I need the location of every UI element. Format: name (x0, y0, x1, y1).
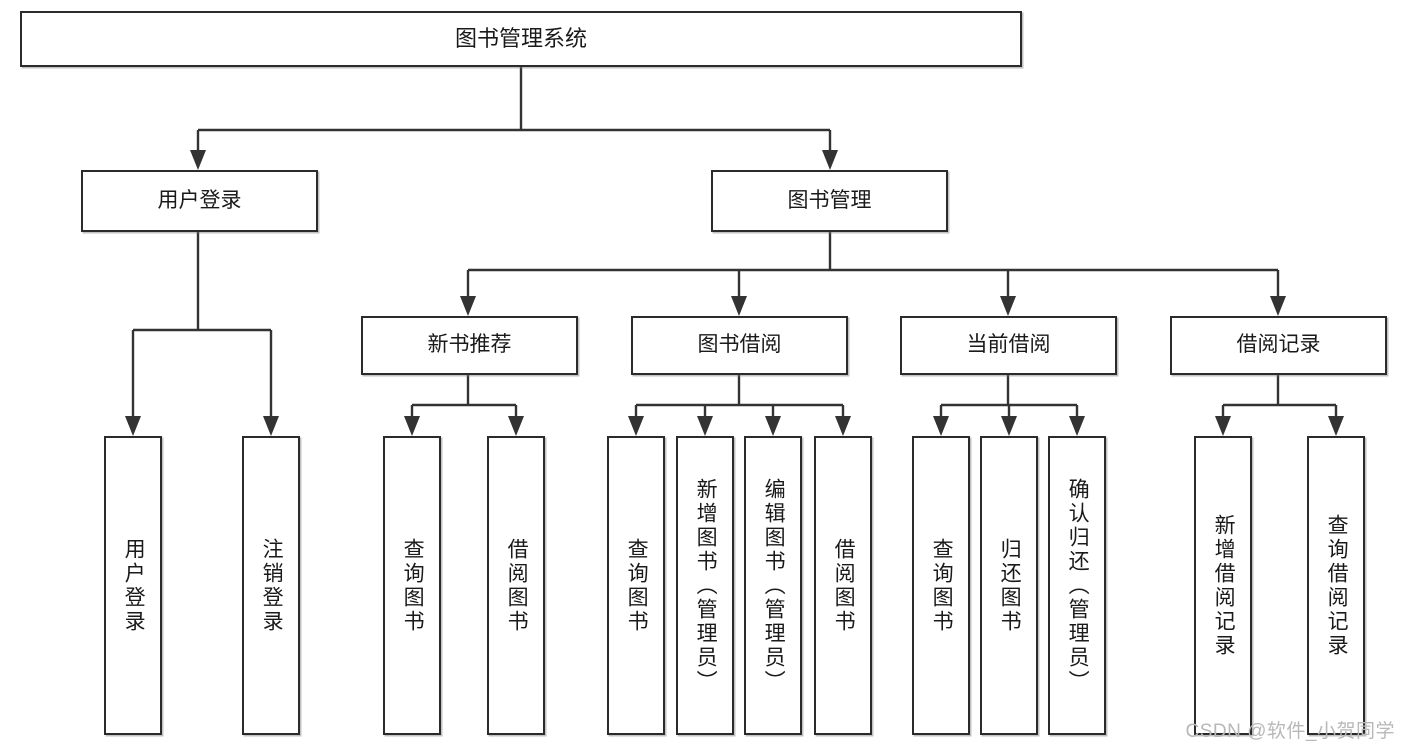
node-leaf-query-book-3[interactable]: 查询图书 (912, 436, 970, 735)
node-leaf-borrow-book-2[interactable]: 借阅图书 (814, 436, 872, 735)
node-leaf-query-book-2[interactable]: 查询图书 (607, 436, 665, 735)
node-root[interactable]: 图书管理系统 (20, 11, 1022, 67)
node-leaf-add-record[interactable]: 新增借阅记录 (1194, 436, 1252, 735)
node-leaf-edit-book-label: 编辑图书（管理员） (762, 477, 786, 694)
node-user-login[interactable]: 用户登录 (81, 170, 318, 232)
arrow-newbook-leaf-2 (508, 416, 524, 436)
node-leaf-confirm-return[interactable]: 确认归还（管理员） (1048, 436, 1106, 735)
arrow-to-login (190, 150, 206, 170)
node-leaf-add-book[interactable]: 新增图书（管理员） (676, 436, 734, 735)
arrow-to-newbook (460, 296, 476, 316)
arrow-newbook-leaf-1 (404, 416, 420, 436)
arrow-login-leaf-2 (263, 416, 279, 436)
node-book-borrow-label: 图书借阅 (697, 333, 782, 357)
arrow-record-leaf-2 (1328, 416, 1344, 436)
node-leaf-query-record-label: 查询借阅记录 (1325, 513, 1349, 658)
node-leaf-user-login-label: 用户登录 (122, 537, 146, 634)
node-new-book-recommend[interactable]: 新书推荐 (361, 316, 578, 375)
node-leaf-query-book-1-label: 查询图书 (401, 537, 425, 634)
arrow-borrow-leaf-3 (765, 416, 781, 436)
node-current-borrow[interactable]: 当前借阅 (900, 316, 1117, 375)
node-current-borrow-label: 当前借阅 (966, 333, 1051, 357)
node-leaf-confirm-return-label: 确认归还（管理员） (1066, 477, 1090, 694)
node-leaf-add-record-label: 新增借阅记录 (1212, 513, 1236, 658)
arrow-current-leaf-1 (933, 416, 949, 436)
node-leaf-user-login[interactable]: 用户登录 (104, 436, 162, 735)
arrow-to-borrow (731, 296, 747, 316)
arrow-record-leaf-1 (1215, 416, 1231, 436)
node-root-label: 图书管理系统 (454, 26, 587, 52)
arrow-borrow-leaf-2 (697, 416, 713, 436)
node-borrow-record-label: 借阅记录 (1236, 333, 1321, 357)
arrow-borrow-leaf-4 (835, 416, 851, 436)
node-leaf-query-record[interactable]: 查询借阅记录 (1307, 436, 1365, 735)
node-borrow-record[interactable]: 借阅记录 (1170, 316, 1387, 375)
node-leaf-query-book-1[interactable]: 查询图书 (383, 436, 441, 735)
arrow-borrow-leaf-1 (628, 416, 644, 436)
watermark-text: CSDN @软件_小贺同学 (1185, 721, 1395, 742)
node-leaf-return-book[interactable]: 归还图书 (980, 436, 1038, 735)
node-leaf-user-logout-label: 注销登录 (260, 537, 284, 634)
node-leaf-query-book-3-label: 查询图书 (930, 537, 954, 634)
arrow-to-current (1000, 296, 1016, 316)
arrow-to-bookmgmt (822, 150, 838, 170)
node-leaf-edit-book[interactable]: 编辑图书（管理员） (744, 436, 802, 735)
node-book-management-label: 图书管理 (787, 188, 872, 212)
node-leaf-borrow-book-2-label: 借阅图书 (832, 537, 856, 634)
node-leaf-user-logout[interactable]: 注销登录 (242, 436, 300, 735)
node-leaf-return-book-label: 归还图书 (998, 537, 1022, 634)
node-leaf-add-book-label: 新增图书（管理员） (694, 477, 718, 694)
node-book-management[interactable]: 图书管理 (711, 170, 948, 232)
arrow-to-record (1270, 296, 1286, 316)
node-leaf-query-book-2-label: 查询图书 (625, 537, 649, 634)
node-new-book-recommend-label: 新书推荐 (427, 333, 512, 357)
node-leaf-borrow-book-1-label: 借阅图书 (505, 537, 529, 634)
node-user-login-label: 用户登录 (157, 188, 242, 212)
arrow-current-leaf-2 (1001, 416, 1017, 436)
arrow-current-leaf-3 (1069, 416, 1085, 436)
node-book-borrow[interactable]: 图书借阅 (631, 316, 848, 375)
node-leaf-borrow-book-1[interactable]: 借阅图书 (487, 436, 545, 735)
arrow-login-leaf-1 (125, 416, 141, 436)
